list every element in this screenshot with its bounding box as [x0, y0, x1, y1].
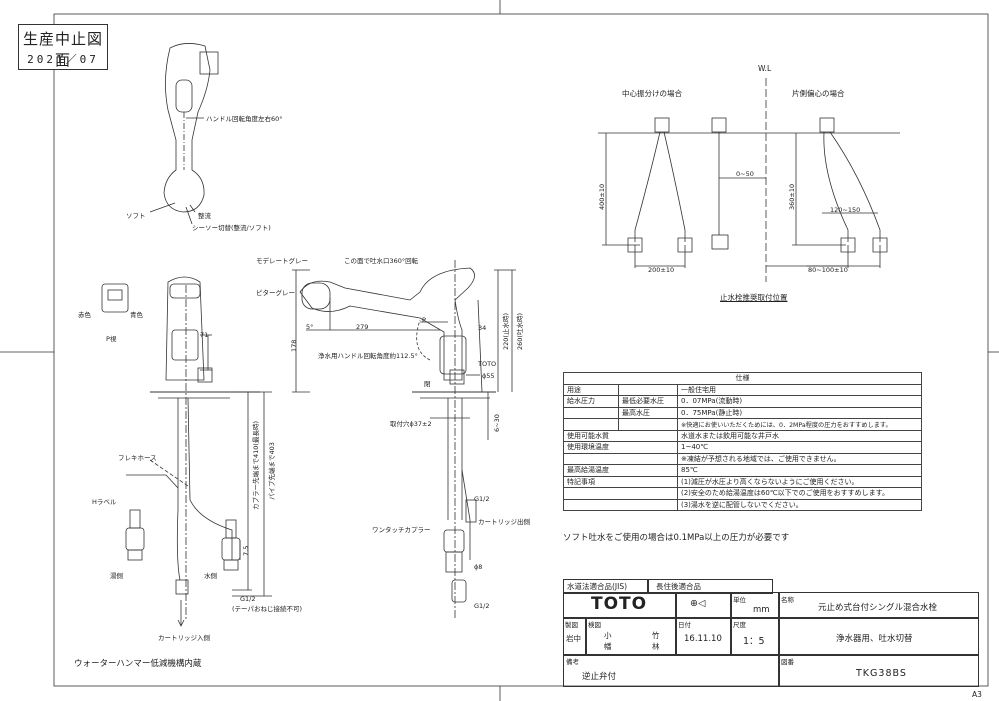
dim-279: 279 [356, 323, 369, 331]
seesaw-label: シーソー切替(整流/ソフト) [192, 224, 271, 232]
h-label: Hラベル [92, 498, 117, 506]
pitter-gray-label: ピターグレー [256, 289, 295, 297]
date-value: 16.11.10 [684, 634, 722, 644]
taper-note: (テーパおねじ接続不可) [232, 605, 303, 613]
sheet-size: A3 [972, 690, 982, 699]
scale-value: 1：5 [743, 636, 765, 647]
dim-6-30: 6~30 [493, 414, 501, 432]
spec-title: 仕様 [563, 372, 922, 385]
center-type-label: 中心振分けの場合 [622, 89, 682, 98]
height-260: 260(吐水時) [516, 313, 524, 350]
remarks-label: 備考 [566, 658, 579, 666]
drawn-label: 製図 [565, 621, 578, 629]
product-subname: 浄水器用、吐水切替 [836, 634, 913, 644]
dia-8: ϕ8 [474, 563, 483, 571]
unit-value: mm [753, 605, 770, 615]
moderate-gray-label: モデレートグレー [256, 257, 308, 265]
projection-symbol-icon: ⊕◁ [690, 598, 706, 609]
table-row: 用途一般住宅用 [563, 383, 922, 396]
install-caption: 止水栓推奨取付位置 [720, 293, 788, 302]
blue-label: 青色 [130, 311, 143, 319]
std-jis: 水道法適合品(JIS) [567, 582, 628, 591]
unit-label: 単位 [733, 596, 746, 604]
drawing-no-label: 図番 [781, 658, 794, 666]
table-row: ※快適にお使いいただくためには、0．2MPa程度の圧力をおすすめします。 [563, 418, 922, 431]
angle-5: 5° [306, 323, 314, 331]
red-label: 赤色 [78, 311, 91, 319]
dim-34: 34 [478, 324, 487, 332]
water-side-label: 水側 [204, 572, 217, 580]
flex-hose-label: フレキホース [118, 454, 157, 462]
g12-side-b: G1/2 [474, 602, 490, 610]
handle-angle-note: ハンドル回転角度左右60° [206, 115, 283, 123]
dim-360: 360±10 [788, 183, 796, 210]
scale-label: 尺度 [733, 621, 746, 629]
table-row: (3)湯水を逆に配管しないでください。 [563, 498, 922, 511]
offset-type-label: 片側偏心の場合 [792, 89, 845, 98]
dim-80-100: 80~100±10 [808, 266, 848, 274]
stamp-date: 2021／07 [27, 53, 99, 66]
dia-55: ϕ55 [482, 372, 495, 380]
hammer-note: ウォーターハンマー低減機構内蔵 [74, 659, 202, 669]
water-line-label: W.L [758, 64, 772, 73]
front-view-drawing [101, 276, 272, 627]
spout-rotation-note: この面で吐水口360°回転 [344, 257, 419, 265]
date-label: 日付 [678, 621, 691, 629]
table-row: (2)安全のため給湯温度は60℃以下でのご使用をおすすめします。 [563, 487, 922, 500]
pipe-length: パイプ先端まで403 [268, 442, 276, 500]
drawing-border [53, 13, 989, 687]
coupler-length: カプラー先端まで410(最長時) [252, 421, 260, 510]
dim-7-5: 7.5 [242, 545, 250, 556]
p-label: P [422, 316, 426, 324]
std-long: 長住後適合品 [656, 582, 701, 591]
top-view-drawing [149, 43, 219, 225]
table-row: 使用可能水質水道水または飲用可能な井戸水 [563, 429, 922, 442]
discontinued-stamp: 生産中止図面 2021／07 [18, 24, 108, 70]
p-view-label: P視 [106, 335, 117, 343]
dim-200: 200±10 [648, 266, 675, 274]
dim-71: 71 [200, 331, 209, 339]
dim-120-150: 120~150 [830, 206, 861, 214]
check-label: 検図 [588, 621, 601, 629]
hot-side-label: 湯側 [110, 572, 123, 580]
brand-logo: TOTO [591, 594, 648, 614]
toto-mark: TOTO [478, 360, 497, 368]
straight-label: 整流 [198, 212, 211, 220]
soft-spout-note: ソフト吐水をご使用の場合は0.1MPa以上の圧力が必要です [563, 533, 790, 543]
table-row: 特記事項(1)減圧が水圧より高くならないようにご使用ください。 [563, 475, 922, 488]
table-row: ※凍結が予想される地域では、ご使用できません。 [563, 452, 922, 465]
cartridge-in-label: カートリッジ入側 [158, 634, 210, 642]
cartridge-exit-label: カートリッジ出側 [478, 518, 530, 526]
checked-by-2: 竹林 [652, 631, 660, 651]
soft-label: ソフト [126, 212, 146, 220]
dim-0-50: 0~50 [736, 170, 754, 178]
drawn-by: 岩中 [566, 634, 581, 643]
side-view-drawing [292, 260, 516, 620]
product-name: 元止め式台付シングル混合水栓 [818, 603, 938, 613]
mount-hole: 取付穴ϕ37±2 [390, 420, 432, 428]
g12-side-a: G1/2 [474, 495, 490, 503]
one-touch-coupler-label: ワンタッチカプラー [372, 526, 431, 534]
dim-400: 400±10 [598, 183, 606, 210]
stamp-title: 生産中止図面 [22, 30, 103, 69]
install-diagram [598, 78, 900, 282]
purifier-handle-note: 浄水用ハンドル回転角度約112.5° [318, 352, 418, 360]
drawing-number: TKG38BS [856, 668, 907, 679]
dim-178: 178 [290, 339, 298, 352]
g12-front: G1/2 [240, 595, 256, 603]
checked-by: 小幡 [604, 631, 612, 651]
remarks-value: 逆止弁付 [582, 672, 617, 682]
name-label: 名称 [781, 596, 794, 604]
height-220: 220(止水時) [502, 313, 510, 350]
closed-label: 閉 [424, 380, 431, 388]
